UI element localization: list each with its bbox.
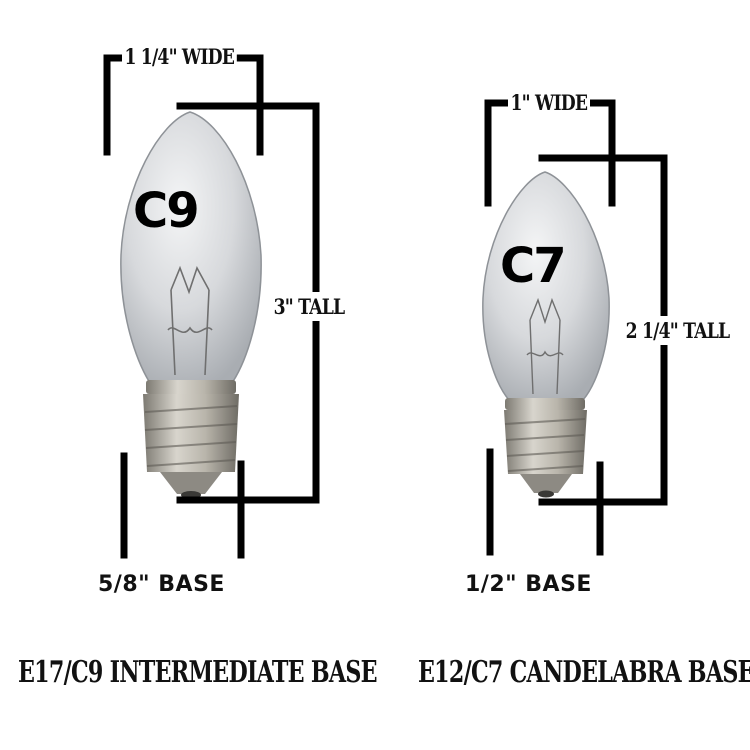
c7-width-label: 1" WIDE: [508, 90, 590, 115]
c7-caption: E12/C7 CANDELABRA BASE: [418, 655, 750, 690]
c9-bulb: [120, 111, 262, 499]
c9-bulb-name: C9: [133, 183, 200, 239]
c9-height-label: 3" TALL: [272, 292, 346, 321]
c9-caption: E17/C9 INTERMEDIATE BASE: [18, 655, 378, 690]
c7-bulb-name: C7: [500, 238, 567, 294]
c7-filament: [526, 297, 564, 395]
c9-width-label: 1 1/4" WIDE: [122, 44, 237, 69]
c9-glass: [120, 111, 262, 384]
c7-bulb: [482, 171, 610, 498]
c9-base-label: 5/8" BASE: [98, 572, 225, 597]
c9-base: [143, 380, 239, 499]
c7-height-label: 2 1/4" TALL: [624, 316, 731, 345]
c7-base-label: 1/2" BASE: [465, 572, 592, 597]
c9-filament: [167, 265, 213, 376]
c7-base: [504, 398, 587, 498]
